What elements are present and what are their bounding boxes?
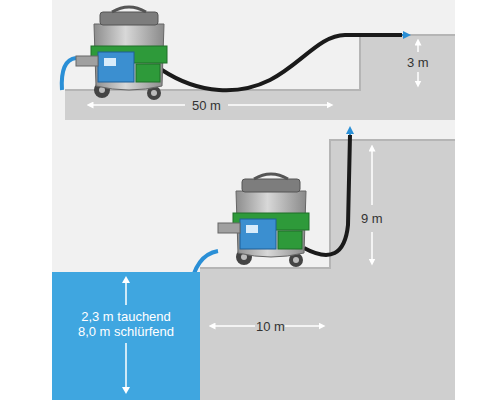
arrow-head (122, 387, 130, 394)
arrow-head (122, 276, 130, 283)
dimension-label: 3 m (407, 55, 429, 70)
depth-text: 2,3 m tauchend (52, 309, 200, 324)
arrow-line (125, 282, 127, 305)
dimension-label: 50 m (192, 98, 221, 113)
arrow-line (125, 343, 127, 388)
dimension-label: 10 m (256, 319, 285, 334)
depth-text: 8,0 m schlürfend (52, 324, 200, 339)
water-pool: 2,3 m tauchend8,0 m schlürfend (52, 272, 200, 400)
dimension-label: 9 m (361, 211, 383, 226)
